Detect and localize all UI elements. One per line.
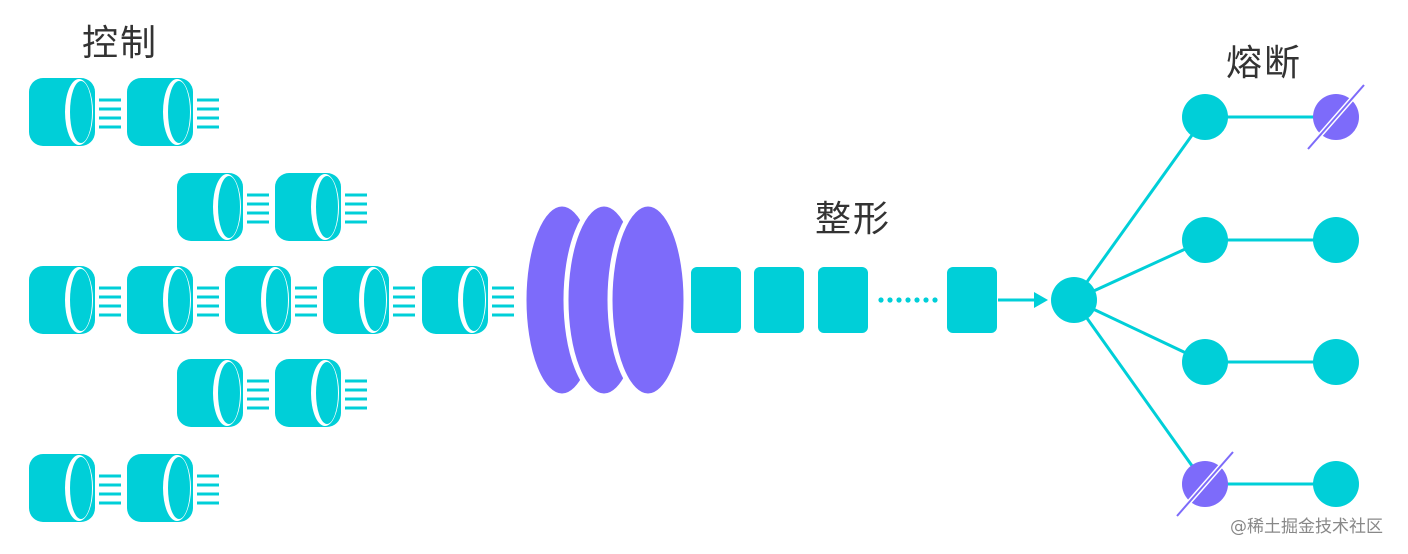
packet-icon bbox=[691, 267, 741, 333]
cylinder-icon bbox=[177, 359, 243, 427]
label-circuit-breaking: 熔断 bbox=[1226, 43, 1303, 84]
fan-out-line bbox=[1073, 298, 1206, 364]
hub-node-icon bbox=[1051, 277, 1097, 323]
broken-node-icon bbox=[1175, 450, 1235, 518]
fan-out-line bbox=[1072, 299, 1207, 485]
speed-lines-icon bbox=[345, 379, 367, 410]
fan-out-line bbox=[1072, 116, 1207, 301]
packet-icon bbox=[818, 267, 868, 333]
arrow-head bbox=[1034, 292, 1048, 308]
cylinder-icon bbox=[29, 266, 95, 334]
speed-lines-icon bbox=[99, 286, 121, 317]
cylinder-icon bbox=[127, 454, 193, 522]
cylinder-icon bbox=[29, 78, 95, 146]
node-icon bbox=[1182, 94, 1228, 140]
cylinder-icon bbox=[29, 454, 95, 522]
ellipsis-dots-icon bbox=[878, 297, 938, 303]
speed-lines-icon bbox=[197, 98, 219, 129]
packet-icon bbox=[947, 267, 997, 333]
speed-lines-icon bbox=[99, 474, 121, 505]
speed-lines-icon bbox=[345, 193, 367, 224]
speed-lines-icon bbox=[492, 286, 514, 317]
speed-lines-icon bbox=[393, 286, 415, 317]
limiter-rings-icon bbox=[521, 201, 689, 399]
speed-lines-icon bbox=[247, 193, 269, 224]
fan-out-line bbox=[1073, 238, 1206, 302]
label-control: 控制 bbox=[82, 23, 159, 64]
node-icon bbox=[1313, 339, 1359, 385]
cylinder-icon bbox=[422, 266, 488, 334]
speed-lines-icon bbox=[197, 286, 219, 317]
node-icon bbox=[1182, 339, 1228, 385]
cylinder-icon bbox=[323, 266, 389, 334]
speed-lines-icon bbox=[295, 286, 317, 317]
cylinder-icon bbox=[127, 78, 193, 146]
cylinder-icon bbox=[127, 266, 193, 334]
broken-node-icon bbox=[1306, 83, 1366, 151]
cylinder-icon bbox=[275, 173, 341, 241]
cylinder-icon bbox=[225, 266, 291, 334]
cylinder-icon bbox=[275, 359, 341, 427]
node-icon bbox=[1182, 217, 1228, 263]
watermark: @稀土掘金技术社区 bbox=[1230, 517, 1383, 537]
speed-lines-icon bbox=[197, 474, 219, 505]
label-shaping: 整形 bbox=[815, 199, 892, 240]
cylinder-icon bbox=[177, 173, 243, 241]
speed-lines-icon bbox=[247, 379, 269, 410]
packet-icon bbox=[754, 267, 804, 333]
speed-lines-icon bbox=[99, 98, 121, 129]
node-icon bbox=[1313, 461, 1359, 507]
node-icon bbox=[1313, 217, 1359, 263]
